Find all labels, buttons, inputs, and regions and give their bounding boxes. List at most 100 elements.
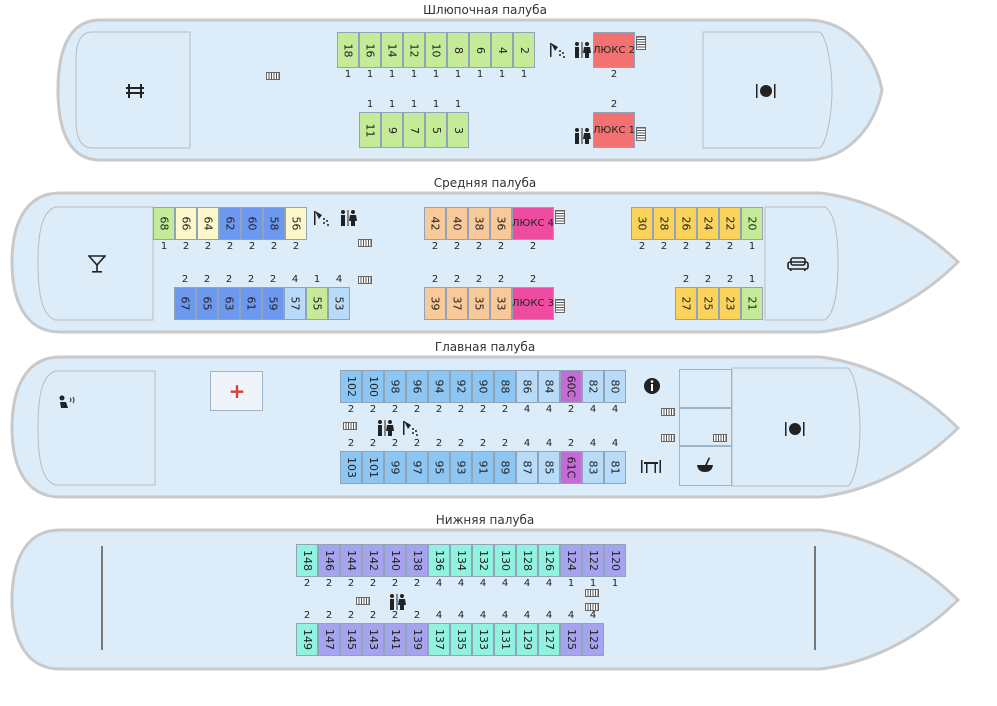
cabin-103[interactable]: 103	[340, 451, 362, 484]
cabin-10[interactable]: 10	[425, 32, 447, 68]
cabin-2[interactable]: 2	[513, 32, 535, 68]
cabin-82[interactable]: 82	[582, 370, 604, 403]
cabin-100[interactable]: 100	[362, 370, 384, 403]
cabin-90[interactable]: 90	[472, 370, 494, 403]
cabin-144[interactable]: 144	[340, 544, 362, 577]
cabin-97[interactable]: 97	[406, 451, 428, 484]
cabin-18[interactable]: 18	[337, 32, 359, 68]
cabin-135[interactable]: 135	[450, 623, 472, 656]
cabin-12[interactable]: 12	[403, 32, 425, 68]
cabin-14[interactable]: 14	[381, 32, 403, 68]
cabin-4[interactable]: 4	[491, 32, 513, 68]
cabin-124[interactable]: 124	[560, 544, 582, 577]
cabin-61с[interactable]: 61С	[560, 451, 582, 484]
cabin-30[interactable]: 30	[631, 207, 653, 240]
cabin-люкс-4[interactable]: ЛЮКС 4	[512, 207, 554, 240]
cabin-83[interactable]: 83	[582, 451, 604, 484]
cabin-94[interactable]: 94	[428, 370, 450, 403]
cabin-66[interactable]: 66	[175, 207, 197, 240]
cabin-56[interactable]: 56	[285, 207, 307, 240]
cabin-37[interactable]: 37	[446, 287, 468, 320]
cabin-93[interactable]: 93	[450, 451, 472, 484]
cabin-40[interactable]: 40	[446, 207, 468, 240]
cabin-58[interactable]: 58	[263, 207, 285, 240]
cabin-145[interactable]: 145	[340, 623, 362, 656]
cabin-84[interactable]: 84	[538, 370, 560, 403]
cabin-62[interactable]: 62	[219, 207, 241, 240]
cabin-81[interactable]: 81	[604, 451, 626, 484]
cabin-136[interactable]: 136	[428, 544, 450, 577]
cabin-20[interactable]: 20	[741, 207, 763, 240]
cabin-122[interactable]: 122	[582, 544, 604, 577]
cabin-8[interactable]: 8	[447, 32, 469, 68]
cabin-128[interactable]: 128	[516, 544, 538, 577]
cabin-36[interactable]: 36	[490, 207, 512, 240]
cabin-35[interactable]: 35	[468, 287, 490, 320]
cabin-67[interactable]: 67	[174, 287, 196, 320]
cabin-24[interactable]: 24	[697, 207, 719, 240]
cabin-21[interactable]: 21	[741, 287, 763, 320]
cabin-149[interactable]: 149	[296, 623, 318, 656]
cabin-38[interactable]: 38	[468, 207, 490, 240]
cabin-148[interactable]: 148	[296, 544, 318, 577]
cabin-59[interactable]: 59	[262, 287, 284, 320]
cabin-39[interactable]: 39	[424, 287, 446, 320]
cabin-131[interactable]: 131	[494, 623, 516, 656]
cabin-65[interactable]: 65	[196, 287, 218, 320]
cabin-люкс-3[interactable]: ЛЮКС 3	[512, 287, 554, 320]
cabin-123[interactable]: 123	[582, 623, 604, 656]
cabin-126[interactable]: 126	[538, 544, 560, 577]
cabin-91[interactable]: 91	[472, 451, 494, 484]
cabin-141[interactable]: 141	[384, 623, 406, 656]
cabin-88[interactable]: 88	[494, 370, 516, 403]
cabin-57[interactable]: 57	[284, 287, 306, 320]
cabin-86[interactable]: 86	[516, 370, 538, 403]
cabin-68[interactable]: 68	[153, 207, 175, 240]
cabin-11[interactable]: 11	[359, 112, 381, 148]
cabin-люкс-2[interactable]: ЛЮКС 2	[593, 32, 635, 68]
cabin-134[interactable]: 134	[450, 544, 472, 577]
cabin-130[interactable]: 130	[494, 544, 516, 577]
cabin-16[interactable]: 16	[359, 32, 381, 68]
cabin-89[interactable]: 89	[494, 451, 516, 484]
cabin-143[interactable]: 143	[362, 623, 384, 656]
cabin-140[interactable]: 140	[384, 544, 406, 577]
cabin-5[interactable]: 5	[425, 112, 447, 148]
cabin-138[interactable]: 138	[406, 544, 428, 577]
cabin-102[interactable]: 102	[340, 370, 362, 403]
cabin-125[interactable]: 125	[560, 623, 582, 656]
cabin-53[interactable]: 53	[328, 287, 350, 320]
cabin-98[interactable]: 98	[384, 370, 406, 403]
cabin-63[interactable]: 63	[218, 287, 240, 320]
cabin-55[interactable]: 55	[306, 287, 328, 320]
cabin-27[interactable]: 27	[675, 287, 697, 320]
cabin-23[interactable]: 23	[719, 287, 741, 320]
cabin-60[interactable]: 60	[241, 207, 263, 240]
cabin-129[interactable]: 129	[516, 623, 538, 656]
cabin-61[interactable]: 61	[240, 287, 262, 320]
cabin-139[interactable]: 139	[406, 623, 428, 656]
cabin-146[interactable]: 146	[318, 544, 340, 577]
cabin-64[interactable]: 64	[197, 207, 219, 240]
cabin-120[interactable]: 120	[604, 544, 626, 577]
cabin-147[interactable]: 147	[318, 623, 340, 656]
cabin-22[interactable]: 22	[719, 207, 741, 240]
cabin-132[interactable]: 132	[472, 544, 494, 577]
cabin-92[interactable]: 92	[450, 370, 472, 403]
cabin-25[interactable]: 25	[697, 287, 719, 320]
cabin-люкс-1[interactable]: ЛЮКС 1	[593, 112, 635, 148]
cabin-9[interactable]: 9	[381, 112, 403, 148]
cabin-87[interactable]: 87	[516, 451, 538, 484]
cabin-137[interactable]: 137	[428, 623, 450, 656]
cabin-80[interactable]: 80	[604, 370, 626, 403]
cabin-6[interactable]: 6	[469, 32, 491, 68]
cabin-42[interactable]: 42	[424, 207, 446, 240]
cabin-95[interactable]: 95	[428, 451, 450, 484]
cabin-85[interactable]: 85	[538, 451, 560, 484]
cabin-3[interactable]: 3	[447, 112, 469, 148]
cabin-99[interactable]: 99	[384, 451, 406, 484]
cabin-127[interactable]: 127	[538, 623, 560, 656]
cabin-101[interactable]: 101	[362, 451, 384, 484]
cabin-7[interactable]: 7	[403, 112, 425, 148]
cabin-33[interactable]: 33	[490, 287, 512, 320]
